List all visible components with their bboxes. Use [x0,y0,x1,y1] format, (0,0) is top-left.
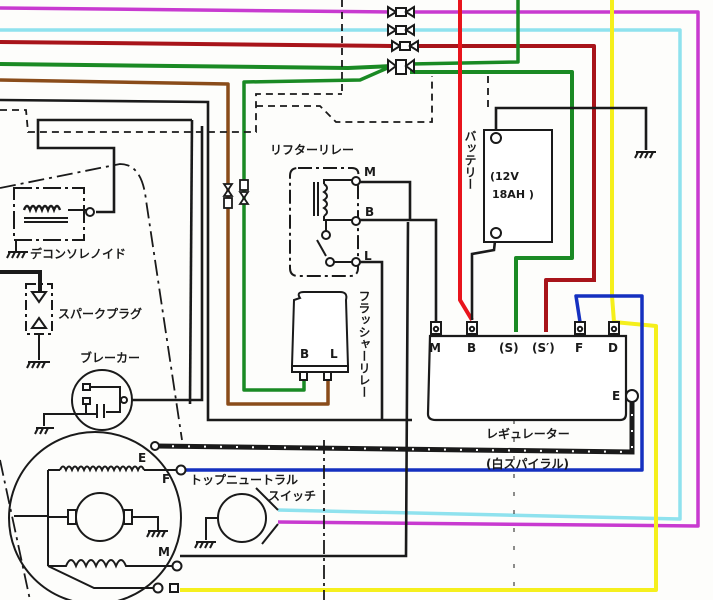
battery-spec-line2: 18AH ) [492,188,534,201]
regulator-terminal-b: B [467,341,476,355]
flasher-relay-terminal-b: B [300,347,309,361]
regulator-terminal-m: M [429,341,441,355]
dynamo-terminals [150,441,187,594]
dashed-loom-left [0,459,31,600]
breaker-label: ブレーカー [80,350,140,365]
regulator-terminal-s: (S) [499,341,519,355]
spark-plug [25,283,53,369]
decompression-solenoid [6,187,95,259]
wire-blue [184,294,644,472]
regulator-terminal-d: D [608,341,618,355]
regulator-terminal-f: F [575,341,583,355]
dynamo-label-f: F [162,472,170,486]
wire-black-outer [0,98,412,422]
dynamo-terminal-e [150,441,160,451]
connector-light-blue [387,23,415,37]
neutral-switch-label-1: トップニュートラル [190,472,298,487]
regulator [426,334,628,422]
regulator-terminal-e [625,389,639,403]
connector-green [387,58,415,75]
flasher-relay-label: フラッシャーリレー [357,290,371,398]
dynamo-terminal-f [175,464,187,476]
wire-yellow [180,0,658,592]
lifter-relay-terminal-m: M [364,165,376,179]
wire-brown [0,78,330,406]
fuse-holders [222,179,250,209]
wire-green [0,62,393,70]
wire-red [458,0,474,322]
spark-plug-label: スパークプラグ [58,306,142,321]
lifter-relay [289,167,360,277]
wire-black-lifter-l [356,260,384,420]
wire-magenta [0,6,700,528]
wire-dark-red [0,40,596,282]
wire-green-branch [242,64,393,392]
harness-connectors [387,5,419,75]
wire-black-main-down [180,221,410,558]
wire-black-breaker [126,126,204,402]
lifter-relay-terminal-l: L [364,249,372,263]
regulator-terminals [430,321,639,403]
flasher-relay [290,291,350,381]
battery-spec-line1: (12V [490,170,519,183]
dashed-loom-curve [0,163,183,441]
spiral-note: (白スパイラル) [486,456,569,471]
dashed-harness-box [0,76,433,133]
flasher-relay-terminal-l: L [330,347,338,361]
regulator-terminal-e-label: E [612,389,620,403]
wire-green-top [409,0,520,66]
dynamo-terminal-d [152,582,164,594]
wire-dark-red-regulator-s2 [544,278,594,332]
wire-black-lifter-m [356,180,412,220]
lifter-relay-terminals [351,176,361,267]
top-neutral-switch [194,487,279,549]
dynamo [8,431,182,600]
dynamo-connector-d [169,583,179,593]
battery [483,129,553,243]
neutral-switch-label-2: スイッチ [268,489,316,503]
wire-black-battery-top [494,106,648,150]
lifter-relay-label: リフターリレー [270,143,354,157]
lifter-relay-terminal-b: B [365,205,374,219]
wire-black-solenoid [36,118,192,214]
dynamo-label-e: E [138,451,146,465]
wire-light-blue [0,28,682,521]
connector-dark-red [391,39,419,53]
battery-ground-icon [634,151,656,159]
wire-green-regulator-s [410,70,574,332]
regulator-label: レギュレーター [486,426,570,441]
wire-black-lifter-b [356,218,438,332]
wire-black-thick-spark [0,270,42,292]
wire-black-battery-bot [470,231,498,320]
battery-label: バッテリー [463,130,477,190]
connector-magenta [387,5,415,19]
dynamo-label-m: M [158,545,170,559]
dynamo-terminal-m [171,560,183,572]
decompression-solenoid-label: デコンソレノイド [30,246,126,261]
breaker [34,369,133,435]
wire-spiral-stripes [155,396,633,454]
wire-black-inner [188,119,194,405]
regulator-terminal-s-prime: (S′) [532,341,555,355]
